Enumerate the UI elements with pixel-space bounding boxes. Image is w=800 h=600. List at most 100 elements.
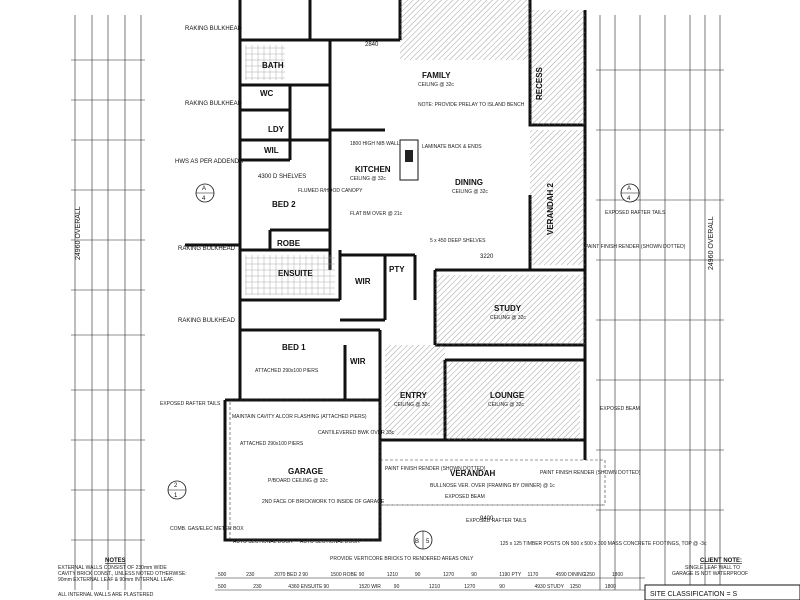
entry-hatch <box>385 345 445 435</box>
raking-bulkhead-4: RAKING BULKHEAD <box>178 318 236 324</box>
lounge-hatch <box>445 362 580 440</box>
bottom-dimension-label: 90 <box>324 584 330 590</box>
island-note: NOTE: PROVIDE PRELAY TO ISLAND BENCH <box>418 102 525 108</box>
bottom-dimension-label: 1190 PTY <box>499 572 522 578</box>
bottom-dimension-label: 1520 WIR <box>359 584 382 590</box>
study-label: STUDY <box>494 304 522 313</box>
notes-title: NOTES <box>105 558 126 564</box>
attached-piers-2: ATTACHED 290x100 PIERS <box>240 441 304 447</box>
bottom-dimension-label: 90 <box>302 572 308 578</box>
laminate-note: LAMINATE BACK & ENDS <box>422 144 482 150</box>
auto-door-1: AUTO SECTIONAL DOOR <box>233 539 293 545</box>
notes-line-1: EXTERNAL WALLS CONSIST OF 230mm WIDE <box>58 565 167 571</box>
face-brickwork-note: 2ND FACE OF BRICKWORK TO INSIDE OF GARAG… <box>262 499 385 505</box>
ensuite-tiles <box>245 255 335 295</box>
client-note-line-1: SINGLE LEAF WALL TO <box>685 565 740 571</box>
exposed-beam-2: EXPOSED BEAM <box>600 406 640 412</box>
bottom-dimension-label: 1170 <box>528 572 539 578</box>
recess-label: RECESS <box>535 66 544 100</box>
bottom-dimension-label: 90 <box>415 572 421 578</box>
flat-beam-note: FLAT BM OVER @ 21c <box>350 211 403 217</box>
svg-text:5: 5 <box>426 539 430 545</box>
client-note-title: CLIENT NOTE: <box>700 558 742 564</box>
bottom-dimension-label: 90 <box>471 572 477 578</box>
robe-label: ROBE <box>277 239 301 248</box>
bottom-dimension-label: 1210 <box>429 584 440 590</box>
verandah2-label: VERANDAH 2 <box>546 182 555 235</box>
client-note-box: CLIENT NOTE: SINGLE LEAF WALL TO GARAGE … <box>672 558 748 577</box>
study-ceiling: CEILING @ 32c <box>490 315 526 321</box>
svg-text:A: A <box>202 186 206 192</box>
high-wall-note: 1800 HIGH NIB WALL <box>350 141 400 147</box>
entry-label: ENTRY <box>400 391 427 400</box>
verandah-label: VERANDAH <box>450 469 496 478</box>
flumed-canopy-note: FLUMED R/HOOD CANOPY <box>298 188 363 194</box>
bottom-dimension-label: 4360 ENSUITE <box>288 584 323 590</box>
left-dimension-lines: 24960 OVERALL <box>71 15 145 590</box>
kitchen-label: KITCHEN <box>355 165 391 174</box>
site-classification: SITE CLASSIFICATION = S <box>650 591 738 598</box>
garage-label: GARAGE <box>288 467 324 476</box>
bed1-label: BED 1 <box>282 343 306 352</box>
cooktop-icon <box>405 150 413 162</box>
lounge-ceiling: CEILING @ 32c <box>488 402 524 408</box>
wir1-label: WIR <box>355 277 371 286</box>
section-marker-2-1: 2 1 <box>167 480 187 500</box>
posts-note: 125 x 125 TIMBER POSTS ON 500 x 500 x 30… <box>500 541 707 547</box>
deep-shelves-note: 5 x 450 DEEP SHELVES <box>430 238 486 244</box>
bottom-dimension-label: 4930 STUDY <box>535 584 565 590</box>
bed2-label: BED 2 <box>272 200 296 209</box>
svg-text:2: 2 <box>174 483 178 489</box>
ensuite-label: ENSUITE <box>278 269 313 278</box>
svg-text:1: 1 <box>174 493 178 499</box>
exposed-rafter-1: EXPOSED RAFTER TAILS <box>605 210 666 216</box>
verandah2-hatch <box>530 130 585 265</box>
bottom-dimension-label: 230 <box>246 572 255 578</box>
exposed-rafter-2: EXPOSED RAFTER TAILS <box>160 401 221 407</box>
raking-bulkhead-3: RAKING BULKHEAD <box>178 246 236 252</box>
exposed-rafter-3: EXPOSED RAFTER TAILS <box>466 518 527 524</box>
bottom-dimension-label: 1800 <box>612 572 623 578</box>
study-hatch <box>435 275 585 345</box>
bottom-dimension-label: 230 <box>253 584 262 590</box>
wir2-label: WIR <box>350 357 366 366</box>
kitchen-island <box>399 139 419 181</box>
bottom-dimension-label: 1270 <box>464 584 475 590</box>
maintain-cavity-note: MAINTAIN CAVITY ALCOR FLASHING (ATTACHED… <box>232 414 367 420</box>
hws-note: HWS AS PER ADDENDA <box>175 159 243 165</box>
dining-ceiling: CEILING @ 32c <box>452 189 488 195</box>
svg-text:A: A <box>627 186 631 192</box>
notes-line-4: ALL INTERNAL WALLS ARE PLASTERED <box>58 592 154 598</box>
notes-line-3: 90mm EXTERNAL LEAF & 90mm INTERNAL LEAF. <box>58 577 174 583</box>
svg-text:B: B <box>415 539 419 545</box>
client-note-line-2: GARAGE IS NOT WATERPROOF <box>672 571 748 577</box>
dining-label: DINING <box>455 178 483 187</box>
kitchen-ceiling: CEILING @ 32c <box>350 176 386 182</box>
bottom-dimension-label: 90 <box>359 572 365 578</box>
notes-line-2: CAVITY BRICK CONST., UNLESS NOTED OTHERW… <box>58 571 187 577</box>
bottom-dimension-label: 500 <box>218 572 227 578</box>
bottom-dimension-label: 2070 BED 2 <box>274 572 301 578</box>
bottom-dimension-label: 1250 <box>570 584 581 590</box>
entry-ceiling: CEILING @ 32c <box>394 402 430 408</box>
bottom-dimension-label: 90 <box>394 584 400 590</box>
family-hatch <box>400 0 530 60</box>
bottom-dimension-label: 500 <box>218 584 227 590</box>
recess-hatch <box>530 10 585 125</box>
bullnose-note: BULLNOSE VER. OVER (FRAMING BY OWNER) @ … <box>430 483 555 489</box>
paint-finish-3: PAINT FINISH RENDER (SHOWN DOTTED) <box>540 470 641 476</box>
svg-text:4: 4 <box>627 196 631 202</box>
paint-finish-1: PAINT FINISH RENDER (SHOWN DOTTED) <box>585 244 686 250</box>
svg-text:4: 4 <box>202 196 206 202</box>
raking-bulkhead-2: RAKING BULKHEAD <box>185 101 243 107</box>
pty-label: PTY <box>389 265 405 274</box>
bottom-dimension-label: 1800 <box>605 584 616 590</box>
overall-dimension-left: 24960 OVERALL <box>75 206 82 260</box>
section-marker-b: B 5 <box>413 530 433 550</box>
bottom-dimension-label: 1500 ROBE <box>331 572 358 578</box>
bottom-dimension-label: 1210 <box>387 572 398 578</box>
ldy-label: LDY <box>268 125 285 134</box>
dim-3220: 3220 <box>480 254 494 260</box>
